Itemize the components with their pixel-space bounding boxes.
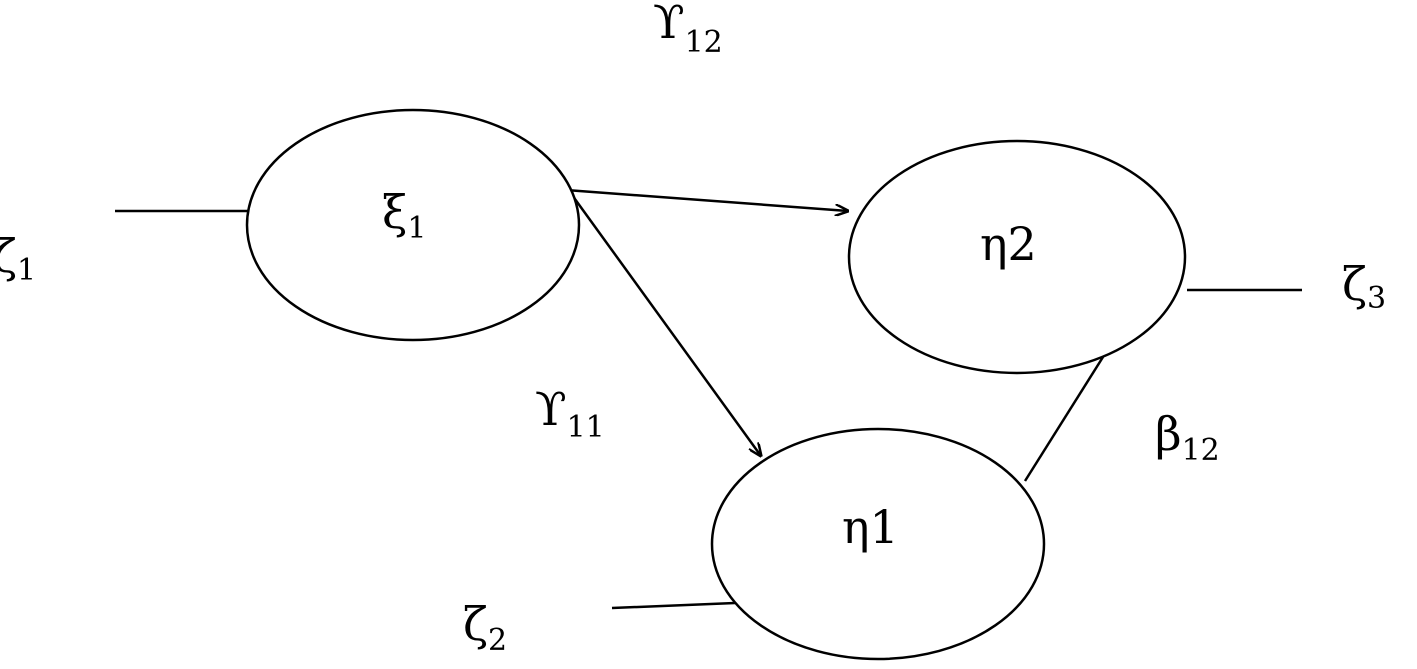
- eta2-ellipse: [847, 139, 1187, 375]
- eta2-label: η2: [980, 217, 1037, 271]
- xi1-label: ξ1: [382, 185, 426, 246]
- gamma12-label: ϒ12: [653, 0, 723, 60]
- zeta2-label: ζ2: [463, 597, 507, 658]
- eta1-label: η1: [842, 500, 899, 554]
- beta12-path: [1023, 356, 1105, 482]
- gamma12-arrow: [565, 188, 848, 211]
- xi1-ellipse: [245, 108, 581, 342]
- zeta2-line: [611, 601, 736, 610]
- gamma11-label: ϒ11: [535, 382, 605, 445]
- beta12-label: β12: [1155, 407, 1220, 468]
- gamma11-arrow: [570, 194, 761, 456]
- eta1-ellipse: [710, 427, 1046, 661]
- zeta3-label: ζ3: [1342, 257, 1386, 316]
- zeta1-label: ζ1: [0, 229, 36, 288]
